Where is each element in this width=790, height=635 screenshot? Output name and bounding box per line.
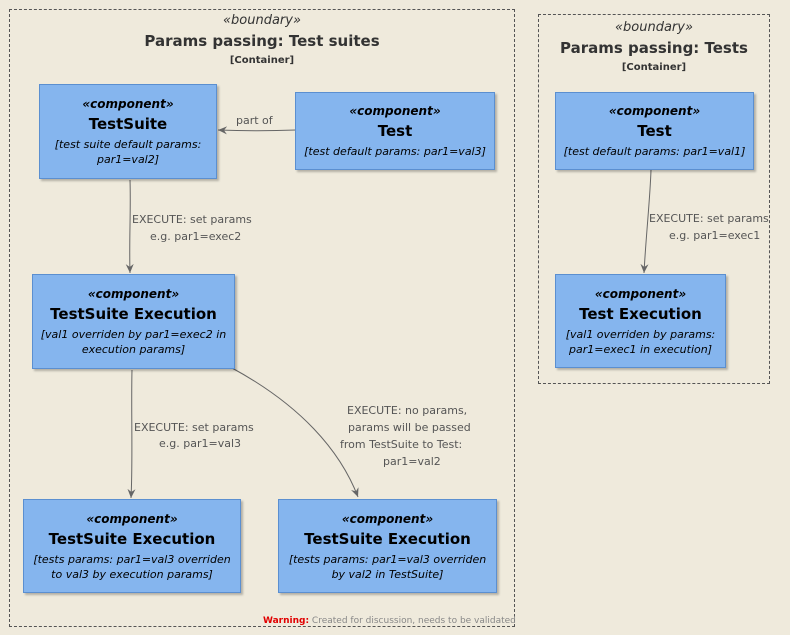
edge-execute-test <box>640 169 652 274</box>
edge-label-execute-right-line4: par1=val2 <box>383 455 441 468</box>
warning-label: Warning: <box>263 616 310 626</box>
boundary-stereotype: «boundary» <box>615 20 693 35</box>
component-testsuite-execution-right[interactable]: «component» TestSuite Execution [tests p… <box>278 499 497 593</box>
boundary-stereotype: «boundary» <box>223 13 301 28</box>
edge-label-execute-left-line2: e.g. par1=val3 <box>159 437 242 450</box>
component-description: [tests params: par1=val3 overriden to va… <box>33 552 231 581</box>
component-title: Test Execution <box>579 304 702 323</box>
warning-text: Created for discussion, needs to be vali… <box>309 616 516 626</box>
edge-execute-left <box>127 369 136 499</box>
component-stereotype: «component» <box>82 97 174 111</box>
boundary-title: Params passing: Test suites <box>144 32 380 50</box>
component-title: TestSuite <box>88 115 168 133</box>
component-description: [test suite default params: par1=val2] <box>54 138 202 166</box>
component-stereotype: «component» <box>86 511 178 526</box>
component-test-tests[interactable]: «component» Test [test default params: p… <box>555 92 754 170</box>
component-title: TestSuite Execution <box>304 529 471 548</box>
edge-label-execute-right-line1: EXECUTE: no params, <box>347 404 468 417</box>
edge-label-part-of: part of <box>236 114 273 127</box>
edge-part-of <box>217 126 297 135</box>
component-title: Test <box>377 122 413 140</box>
edge-label-execute-right-line2: params will be passed <box>348 421 471 434</box>
component-title: TestSuite Execution <box>48 529 216 548</box>
edge-label-execute-suite-line1: EXECUTE: set params <box>132 213 252 226</box>
warning-note: Warning: Created for discussion, needs t… <box>263 616 516 626</box>
component-stereotype: «component» <box>349 104 441 118</box>
component-title: TestSuite Execution <box>50 305 217 323</box>
edge-execute-right <box>231 367 359 498</box>
edge-label-execute-left-line1: EXECUTE: set params <box>134 421 254 434</box>
edge-label-execute-suite-line2: e.g. par1=exec2 <box>150 230 242 243</box>
edge-label-execute-right-line3: from TestSuite to Test: <box>340 438 463 451</box>
component-stereotype: «component» <box>341 511 434 526</box>
component-stereotype: «component» <box>594 286 687 301</box>
component-testsuite-execution-left[interactable]: «component» TestSuite Execution [tests p… <box>23 499 241 593</box>
component-description: [val1 overriden by par1=exec2 in executi… <box>40 328 227 356</box>
component-description: [tests params: par1=val3 overriden by va… <box>288 552 487 581</box>
boundary-title: Params passing: Tests <box>560 39 748 57</box>
boundary-test-suites: «boundary» Params passing: Test suites [… <box>9 9 515 627</box>
edge-execute-suite <box>125 179 134 274</box>
component-test[interactable]: «component» Test [test default params: p… <box>295 92 495 170</box>
boundary-tests: «boundary» Params passing: Tests [Contai… <box>538 14 770 384</box>
component-stereotype: «component» <box>87 287 180 301</box>
component-test-execution[interactable]: «component» Test Execution [val1 overrid… <box>555 274 726 368</box>
component-description: [val1 overriden by params: par1=exec1 in… <box>565 327 716 356</box>
component-testsuite[interactable]: «component» TestSuite [test suite defaul… <box>39 84 217 179</box>
edge-label-execute-test-line1: EXECUTE: set params <box>649 212 769 225</box>
edge-label-execute-test-line2: e.g. par1=exec1 <box>669 229 761 242</box>
component-title: Test <box>637 122 672 140</box>
boundary-technology: [Container] <box>229 55 295 66</box>
component-testsuite-execution[interactable]: «component» TestSuite Execution [val1 ov… <box>32 274 235 369</box>
boundary-technology: [Container] <box>621 62 687 73</box>
component-description: [test default params: par1=val3] <box>304 145 486 158</box>
component-stereotype: «component» <box>608 104 701 118</box>
component-description: [test default params: par1=val1] <box>563 145 746 158</box>
